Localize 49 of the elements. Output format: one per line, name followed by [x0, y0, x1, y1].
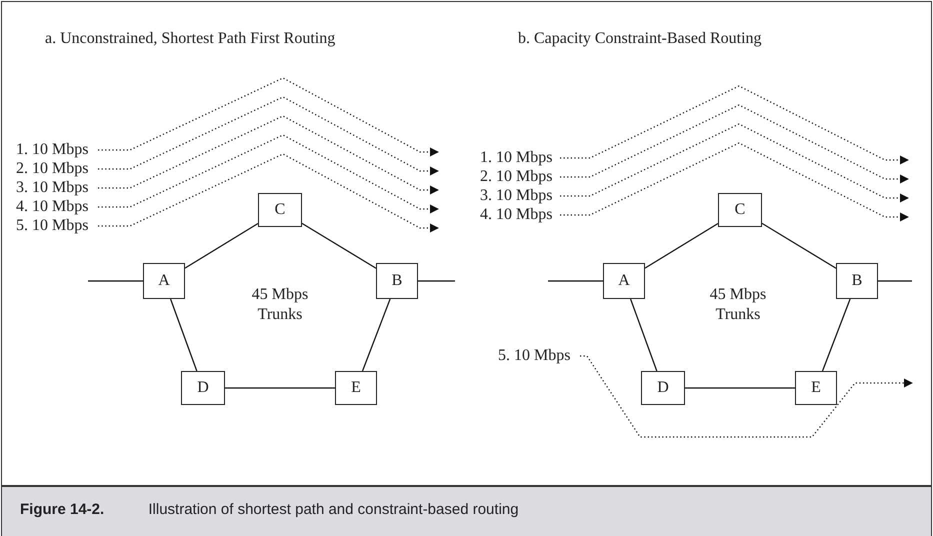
dotted-flow-arrow [560, 104, 909, 184]
trunk-line [878, 280, 912, 282]
dotted-flow-arrow [560, 142, 909, 222]
router-box: E [335, 371, 377, 405]
trunk-line [548, 280, 603, 282]
flow-label: 2. 10 Mbps [16, 159, 98, 179]
flow-label: 3. 10 Mbps [16, 178, 98, 198]
dotted-flow-arrow [98, 153, 439, 232]
trunk-line [644, 222, 718, 269]
router-box: A [143, 263, 185, 299]
router-box: D [641, 371, 685, 405]
dotted-flow-arrow [98, 96, 439, 176]
flow-label: 5. 10 Mbps [16, 216, 98, 236]
flow-label: 1. 10 Mbps [480, 148, 560, 168]
dotted-flow-arrow [560, 85, 909, 164]
dotted-flow-arrow [98, 115, 439, 194]
trunk-line [225, 387, 335, 389]
flow-label: 4. 10 Mbps [480, 205, 560, 225]
router-box: B [836, 263, 878, 299]
flow-label: 5. 10 Mbps [498, 346, 580, 366]
trunk-line [418, 280, 455, 282]
trunk-line [362, 298, 391, 372]
trunk-line [170, 298, 198, 372]
flow-label: 3. 10 Mbps [480, 186, 560, 206]
flow-label: 1. 10 Mbps [16, 140, 98, 160]
trunk-line [184, 222, 258, 269]
router-box: D [181, 371, 225, 405]
router-box: B [376, 263, 418, 299]
dotted-flow-arrow [580, 355, 913, 438]
trunk-line [822, 298, 851, 372]
panel-title: b. Capacity Constraint-Based Routing [518, 30, 762, 48]
figure-caption: Figure 14-2. Illustration of shortest path and constraint-based routing [20, 501, 519, 518]
trunk-capacity-label: 45 Mbps Trunks [250, 285, 310, 325]
dotted-flow-arrow [560, 123, 909, 202]
trunk-line [302, 222, 376, 269]
dotted-flow-arrow [98, 77, 439, 156]
dotted-flow-arrow [98, 134, 439, 214]
trunk-capacity-label: 45 Mbps Trunks [708, 285, 768, 325]
router-box: C [718, 193, 762, 227]
router-box: C [258, 193, 302, 227]
trunk-line [762, 222, 836, 269]
flow-label: 4. 10 Mbps [16, 197, 98, 217]
panel-title: a. Unconstrained, Shortest Path First Routing [45, 30, 336, 48]
trunk-line [88, 280, 143, 282]
trunk-line [685, 387, 795, 389]
router-box: A [603, 263, 645, 299]
flow-label: 2. 10 Mbps [480, 167, 560, 187]
router-box: E [795, 371, 837, 405]
trunk-line [630, 298, 658, 372]
